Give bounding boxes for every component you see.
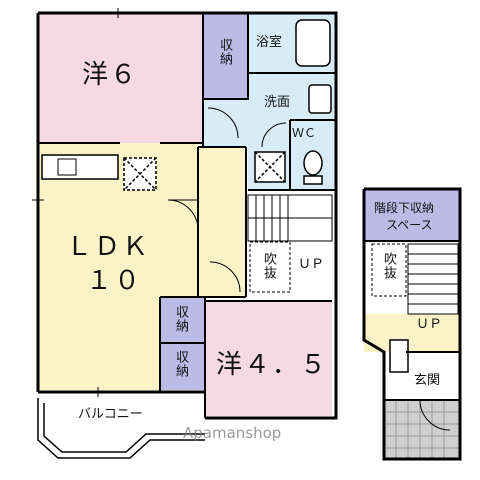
kitchen-sink <box>57 158 77 176</box>
wc-label: ＷＣ <box>292 126 317 140</box>
storage-label-low: 収納 <box>173 350 188 378</box>
western45-room <box>205 301 332 416</box>
ldk-size-label: １０ <box>86 266 143 296</box>
fukinuke-label-upper: 吹抜 <box>261 252 276 280</box>
hallway <box>198 147 246 297</box>
bathtub <box>295 19 331 67</box>
western45-label: 洋４．５ <box>216 350 329 380</box>
storage-label-mid: 収納 <box>173 305 188 333</box>
under-stair-storage-label: 階段下収納 <box>374 201 435 215</box>
wash-basin <box>308 84 332 114</box>
storage-label-top: 収納 <box>217 38 232 66</box>
western6-label: 洋６ <box>82 60 139 90</box>
inner-walls-lower <box>364 240 460 401</box>
inner-walls <box>38 13 336 418</box>
storage-closet-low <box>160 343 205 390</box>
doors <box>167 107 451 431</box>
stair-landing <box>364 314 460 352</box>
outer-walls-lower <box>362 187 462 461</box>
outer-walls <box>36 11 338 420</box>
ldk-label: ＬＤＫ <box>66 232 151 262</box>
up-label-upper: ＵＰ <box>298 257 325 272</box>
toilet-tank <box>303 175 323 185</box>
western6-room <box>38 13 203 143</box>
kitchen-counter <box>41 154 119 180</box>
shoe-box <box>389 339 409 373</box>
entrance-tiles <box>384 400 460 459</box>
window-marks <box>32 8 119 397</box>
washroom-entry <box>203 99 248 147</box>
stairs-upper <box>247 194 333 293</box>
storage-closet-mid <box>160 297 205 343</box>
entrance-label: 玄関 <box>414 373 441 388</box>
washroom-label: 洗面 <box>264 95 291 110</box>
bath-label: 浴室 <box>256 35 283 50</box>
watermark-logo: Apamanshop <box>183 424 282 442</box>
toilet <box>303 150 323 176</box>
fridge-space <box>123 157 157 191</box>
balcony-outline <box>37 398 205 459</box>
balcony-label: バルコニー <box>78 407 143 422</box>
under-stair-storage <box>364 189 460 241</box>
washer-space <box>254 151 286 183</box>
up-label-lower: ＵＰ <box>416 317 443 332</box>
fukinuke-label-lower: 吹抜 <box>381 252 396 280</box>
storage-closet-top <box>203 13 248 99</box>
space-label: スペース <box>386 218 433 232</box>
stairs-lower <box>371 243 459 315</box>
